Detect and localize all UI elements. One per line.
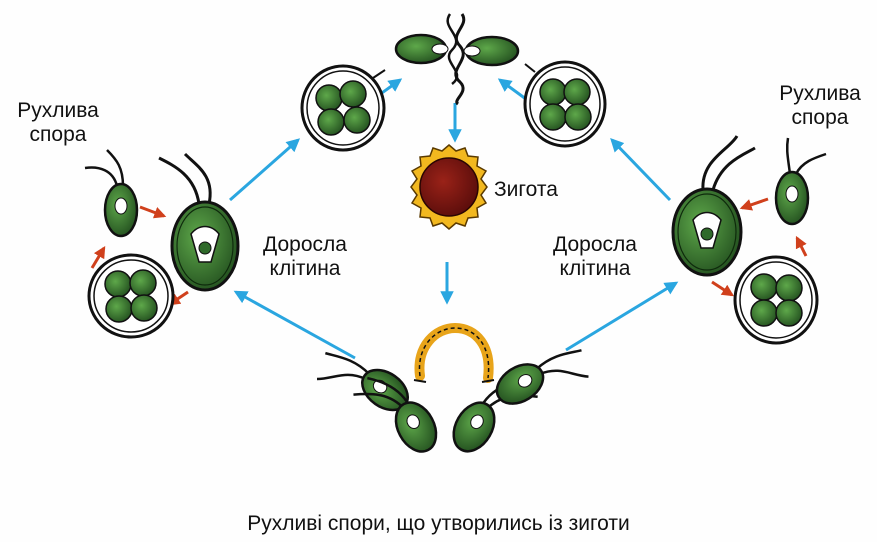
red-arrow-right-adult-to-sporangium xyxy=(712,282,732,295)
label-line: Доросла xyxy=(250,233,360,257)
red-arrow-left-spore-to-adult xyxy=(140,207,164,216)
arrow-adult-right-to-sporangium xyxy=(612,140,670,200)
label-line: Рухлива xyxy=(768,82,872,106)
arrow-spores-to-adult-right xyxy=(566,283,676,350)
label-adult-cell-left: Доросла клітина xyxy=(250,233,360,281)
sporangium-top-left xyxy=(302,66,385,150)
gamete-fusion xyxy=(396,14,518,104)
zygote xyxy=(411,145,487,229)
label-line: клітина xyxy=(250,257,360,281)
zoospore-4 xyxy=(490,332,595,422)
label-line: спора xyxy=(8,123,108,147)
label-line: Рухлива xyxy=(8,99,108,123)
label-line: Доросла xyxy=(540,233,650,257)
sporangium-top-right xyxy=(525,62,605,146)
label-motile-spore-left: Рухлива спора xyxy=(8,99,108,147)
label-line: спора xyxy=(768,106,872,130)
adult-cell-left xyxy=(159,154,238,290)
label-adult-cell-right: Доросла клітина xyxy=(540,233,650,281)
adult-cell-right xyxy=(673,136,755,275)
sporangium-right xyxy=(735,257,817,343)
sporangium-left xyxy=(89,255,173,337)
opened-zygote-wall xyxy=(414,328,494,382)
arrow-adult-left-to-sporangium xyxy=(230,140,298,200)
motile-spore-left xyxy=(85,150,137,236)
zygote-core xyxy=(420,158,478,216)
diagram-caption: Рухливі спори, що утворились із зиготи xyxy=(0,512,877,536)
label-line: клітина xyxy=(540,257,650,281)
label-motile-spore-right: Рухлива спора xyxy=(768,82,872,130)
motile-spore-right xyxy=(776,138,826,224)
label-zygote: Зигота xyxy=(494,178,558,202)
arrow-spores-to-adult-left xyxy=(236,292,355,358)
red-arrow-right-sporangium-to-spore xyxy=(797,238,806,256)
red-arrow-right-spore-to-adult xyxy=(742,199,768,208)
